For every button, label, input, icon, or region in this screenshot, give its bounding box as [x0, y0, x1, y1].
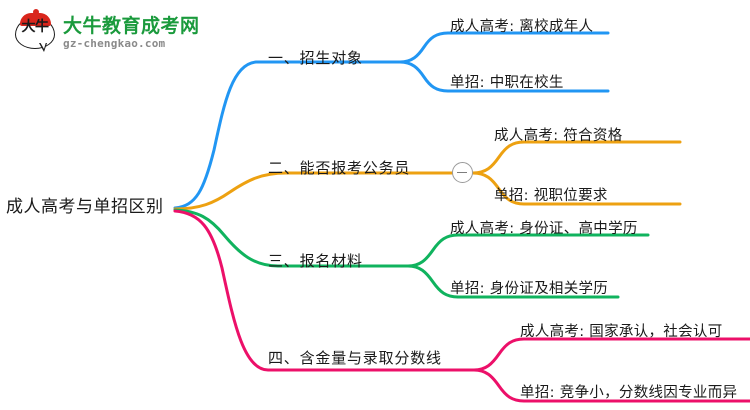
topic-node-1[interactable]: 一、招生对象	[268, 49, 363, 67]
logo-title: 大牛教育成考网	[63, 15, 200, 37]
topic-node-4[interactable]: 四、含金量与录取分数线	[268, 349, 442, 367]
red-cap-shape	[20, 13, 51, 26]
leaf-node-3-2[interactable]: 单招: 身份证及相关学历	[450, 281, 609, 297]
leaf-node-1-1[interactable]: 成人高考: 离校成年人	[450, 19, 594, 35]
speech-bubble-tail-inner	[39, 42, 46, 49]
collapse-toggle-button[interactable]	[452, 162, 473, 183]
branch-wire-1	[173, 31, 610, 210]
leaf-node-3-1[interactable]: 成人高考: 身份证、高中学历	[450, 221, 638, 237]
site-logo[interactable]: 大牛 大牛教育成考网 gz-chengkao.com	[14, 9, 229, 56]
topic-node-3[interactable]: 三、报名材料	[268, 252, 363, 270]
topic-node-2[interactable]: 二、能否报考公务员	[268, 159, 411, 177]
logo-mark-text: 大牛	[21, 19, 50, 35]
logo-mark-icon: 大牛	[14, 9, 56, 54]
minus-icon	[457, 171, 467, 174]
leaf-node-4-2[interactable]: 单招: 竞争小，分数线因专业而异	[520, 385, 738, 401]
red-cap-knob	[33, 9, 39, 15]
logo-wordmark: 大牛教育成考网 gz-chengkao.com	[63, 15, 200, 51]
leaf-node-1-2[interactable]: 单招: 中职在校生	[450, 75, 564, 91]
root-node[interactable]: 成人高考与单招区别	[6, 197, 164, 217]
leaf-node-2-2[interactable]: 单招: 视职位要求	[494, 188, 608, 204]
logo-subtitle: gz-chengkao.com	[63, 37, 166, 50]
leaf-node-4-1[interactable]: 成人高考: 国家承认，社会认可	[520, 324, 723, 340]
leaf-node-2-1[interactable]: 成人高考: 符合资格	[494, 128, 623, 144]
branch-wire-4	[173, 209, 750, 403]
